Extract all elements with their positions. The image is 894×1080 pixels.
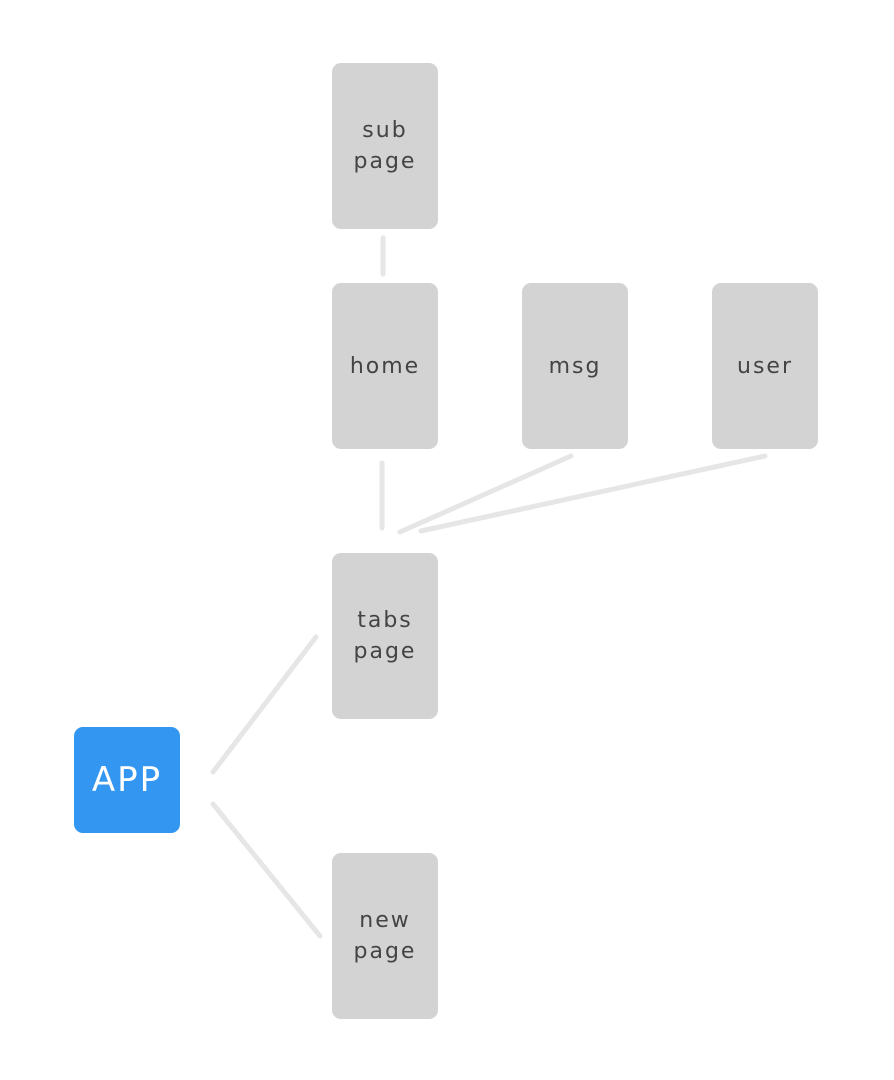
new-page-node-label: new page	[353, 908, 417, 964]
tabs-page-node[interactable]: tabs page	[332, 553, 438, 719]
edge-tabs-page-msg	[397, 453, 574, 535]
user-node[interactable]: user	[712, 283, 818, 449]
tabs-page-node-label: tabs page	[353, 608, 417, 664]
app-node[interactable]: APP	[74, 727, 180, 833]
new-page-node[interactable]: new page	[332, 853, 438, 1019]
sub-page-node[interactable]: sub page	[332, 63, 438, 229]
user-node-label: user	[737, 353, 793, 379]
msg-node-label: msg	[548, 353, 602, 379]
msg-node[interactable]: msg	[522, 283, 628, 449]
edge-tabs-page-user	[418, 453, 768, 534]
app-node-label: APP	[91, 760, 163, 800]
home-node[interactable]: home	[332, 283, 438, 449]
home-node-label: home	[349, 353, 421, 379]
sub-page-node-label: sub page	[353, 118, 417, 174]
edge-app-tabs-page	[210, 634, 319, 775]
edge-app-new-page	[210, 801, 323, 939]
